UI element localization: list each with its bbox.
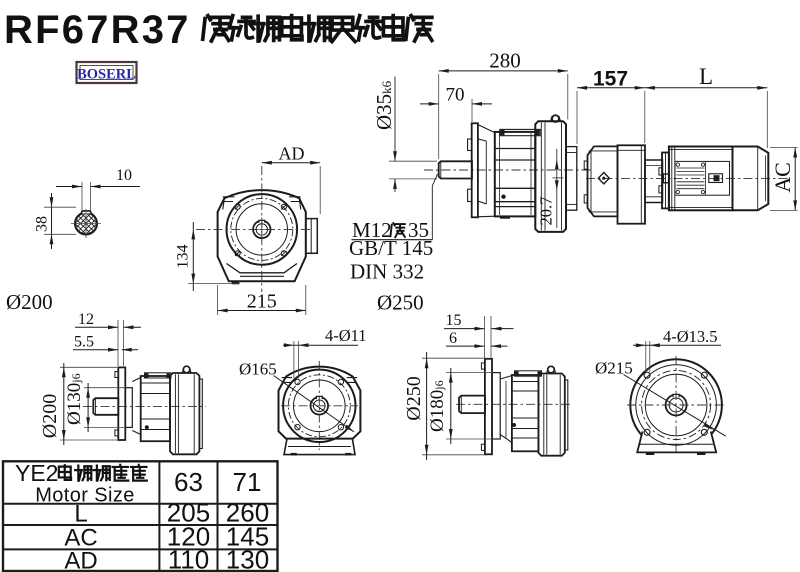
svg-text:157: 157 (593, 68, 628, 91)
svg-text:AC: AC (770, 162, 795, 193)
svg-text:110: 110 (168, 545, 209, 572)
svg-text:Motor Size: Motor Size (35, 485, 135, 507)
svg-text:12: 12 (78, 311, 94, 328)
svg-text:205: 205 (167, 498, 210, 528)
svg-text:70: 70 (446, 85, 465, 106)
svg-text:Ø250: Ø250 (403, 376, 425, 420)
svg-text:280: 280 (489, 49, 521, 73)
svg-text:DIN 332: DIN 332 (350, 260, 424, 284)
svg-text:Ø250: Ø250 (377, 291, 424, 315)
svg-text:Ø200: Ø200 (39, 394, 61, 438)
svg-text:130: 130 (226, 545, 269, 572)
svg-text:20.7: 20.7 (537, 197, 556, 226)
svg-text:Ø130j6: Ø130j6 (64, 373, 85, 425)
svg-text:RF67R37: RF67R37 (4, 8, 191, 52)
svg-text:5.5: 5.5 (74, 333, 94, 350)
svg-text:6: 6 (449, 330, 457, 347)
svg-text:Ø180j6: Ø180j6 (427, 380, 448, 432)
svg-text:AD: AD (64, 548, 97, 572)
svg-text:AC: AC (64, 525, 97, 552)
svg-text:4-Ø11: 4-Ø11 (325, 326, 367, 345)
svg-text:63: 63 (174, 467, 203, 497)
svg-text:10: 10 (116, 167, 132, 184)
svg-text:4-Ø13.5: 4-Ø13.5 (663, 327, 718, 346)
svg-text:Ø215: Ø215 (595, 359, 633, 378)
svg-text:AD: AD (279, 144, 305, 164)
svg-text:Ø165: Ø165 (239, 360, 277, 379)
svg-text:L: L (699, 64, 713, 89)
svg-text:215: 215 (247, 291, 277, 313)
svg-text:260: 260 (226, 498, 269, 528)
svg-text:YE2: YE2 (15, 460, 58, 486)
svg-text:L: L (74, 501, 87, 528)
svg-text:120: 120 (167, 522, 210, 552)
svg-text:38: 38 (34, 216, 51, 232)
svg-text:134: 134 (175, 245, 192, 269)
svg-text:35: 35 (408, 218, 429, 242)
svg-text:71: 71 (233, 467, 262, 497)
svg-text:145: 145 (226, 522, 269, 552)
svg-text:15: 15 (446, 312, 462, 329)
svg-text:Ø200: Ø200 (6, 290, 53, 314)
svg-text:M12: M12 (352, 218, 392, 242)
svg-text:BOSERL: BOSERL (77, 67, 136, 83)
svg-text:GB/T 145: GB/T 145 (349, 236, 433, 260)
